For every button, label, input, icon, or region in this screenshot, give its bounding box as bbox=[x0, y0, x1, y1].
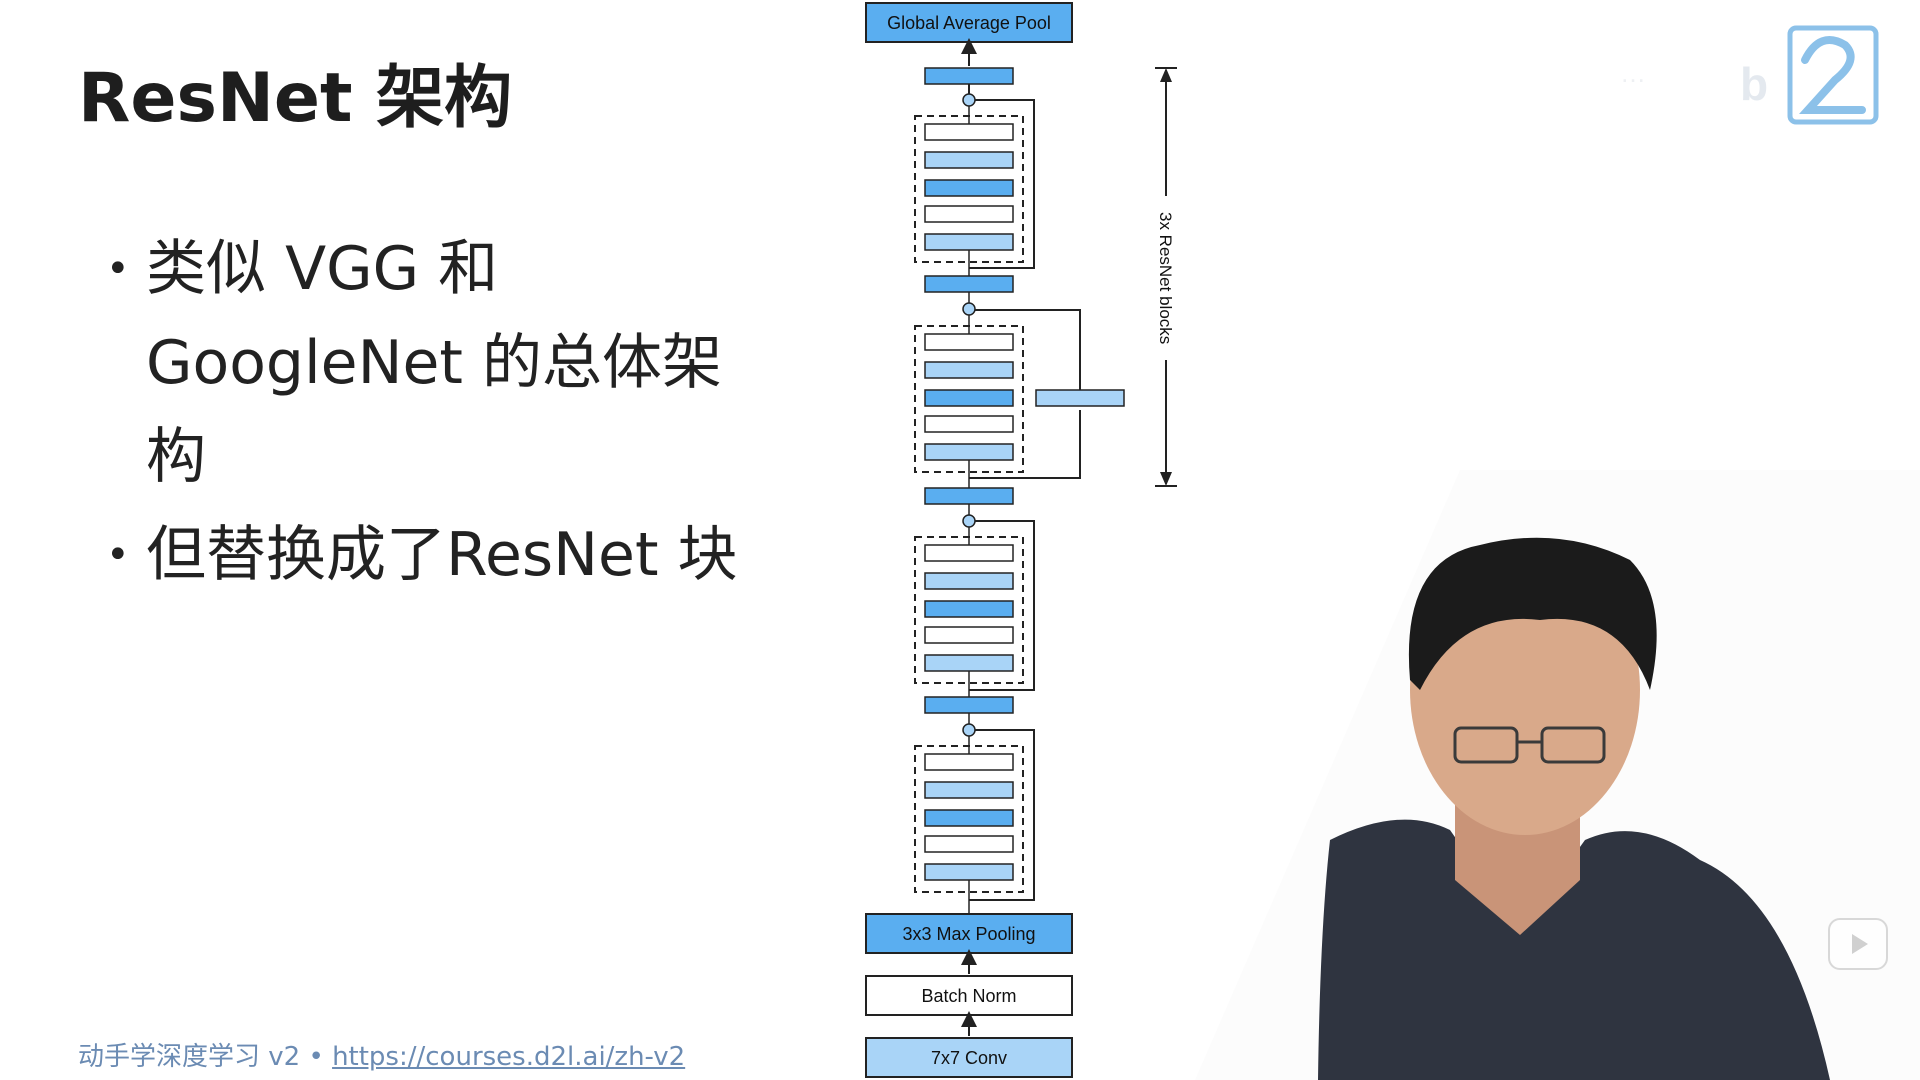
layer-light bbox=[924, 781, 1014, 799]
arrow-down-icon bbox=[1160, 472, 1172, 486]
transition-layer bbox=[924, 487, 1014, 505]
layer-light bbox=[924, 361, 1014, 379]
footer-course-name: 动手学深度学习 v2 • bbox=[78, 1042, 333, 1072]
bullet-text-2: 但替换成了ResNet 块 bbox=[146, 520, 738, 590]
bullet-text-1: 类似 VGG 和 GoogleNet 的总体架构 bbox=[146, 234, 722, 492]
slide-title: ResNet 架构 bbox=[78, 59, 513, 138]
max-pooling-box bbox=[865, 913, 1073, 954]
layer-white bbox=[924, 544, 1014, 562]
layer-light bbox=[924, 443, 1014, 461]
footer-course-link[interactable]: https://courses.d2l.ai/zh-v2 bbox=[332, 1042, 686, 1072]
layer-white bbox=[924, 415, 1014, 433]
layer-white bbox=[924, 753, 1014, 771]
layer-dark bbox=[924, 389, 1014, 407]
layer-dark bbox=[924, 809, 1014, 827]
bilibili-watermark-logo: b … bbox=[1620, 25, 1879, 125]
add-node-icon bbox=[962, 514, 976, 528]
video-play-button[interactable] bbox=[1828, 918, 1888, 970]
svg-text:…: … bbox=[1620, 58, 1646, 88]
presenter-video-overlay bbox=[1195, 470, 1920, 1080]
skip-connection bbox=[975, 309, 1081, 390]
batch-norm-label: Batch Norm bbox=[921, 986, 1016, 1006]
presenter-neck bbox=[1455, 800, 1580, 935]
max-pooling-label: 3x3 Max Pooling bbox=[902, 924, 1035, 944]
layer-light bbox=[924, 151, 1014, 169]
conv-7x7-box bbox=[865, 1037, 1073, 1078]
play-icon bbox=[1852, 934, 1868, 954]
add-node-icon bbox=[962, 93, 976, 107]
layer-light bbox=[924, 863, 1014, 881]
transition-layer bbox=[924, 696, 1014, 714]
layer-light bbox=[924, 572, 1014, 590]
bullet-item-1: • 类似 VGG 和 GoogleNet 的总体架构 bbox=[100, 222, 760, 504]
presenter-shirt bbox=[1318, 819, 1830, 1080]
layer-white bbox=[924, 835, 1014, 853]
bullet-dot-icon: • bbox=[106, 246, 130, 292]
layer-light bbox=[924, 654, 1014, 672]
bullet-item-2: • 但替换成了ResNet 块 bbox=[100, 508, 760, 602]
bullet-list: • 类似 VGG 和 GoogleNet 的总体架构 • 但替换成了ResNet… bbox=[100, 222, 760, 602]
add-node-icon bbox=[962, 302, 976, 316]
layer-white bbox=[924, 626, 1014, 644]
layer-white bbox=[924, 333, 1014, 351]
slide-footer: 动手学深度学习 v2 • https://courses.d2l.ai/zh-v… bbox=[78, 1036, 685, 1073]
conv-7x7-label: 7x7 Conv bbox=[931, 1048, 1007, 1068]
global-average-pool-box bbox=[865, 2, 1073, 43]
transition-layer bbox=[924, 275, 1014, 293]
layer-dark bbox=[924, 179, 1014, 197]
skip-connection bbox=[969, 410, 1081, 479]
resnet-blocks-label: 3x ResNet blocks bbox=[1156, 212, 1175, 344]
add-node-icon bbox=[962, 723, 976, 737]
skip-connection bbox=[969, 729, 1035, 901]
layer-white bbox=[924, 123, 1014, 141]
skip-connection bbox=[969, 99, 1035, 269]
layer-light bbox=[924, 233, 1014, 251]
glasses-icon bbox=[1453, 726, 1606, 764]
bullet-dot-icon: • bbox=[106, 532, 130, 578]
projection-conv-layer bbox=[1035, 389, 1125, 407]
arrow-up-icon bbox=[1160, 68, 1172, 82]
svg-text:b: b bbox=[1740, 58, 1768, 110]
layer-dark bbox=[924, 600, 1014, 618]
layer-white bbox=[924, 205, 1014, 223]
skip-connection bbox=[969, 520, 1035, 691]
transition-layer bbox=[924, 67, 1014, 85]
global-average-pool-label: Global Average Pool bbox=[887, 13, 1051, 33]
presenter-hair bbox=[1408, 537, 1657, 690]
